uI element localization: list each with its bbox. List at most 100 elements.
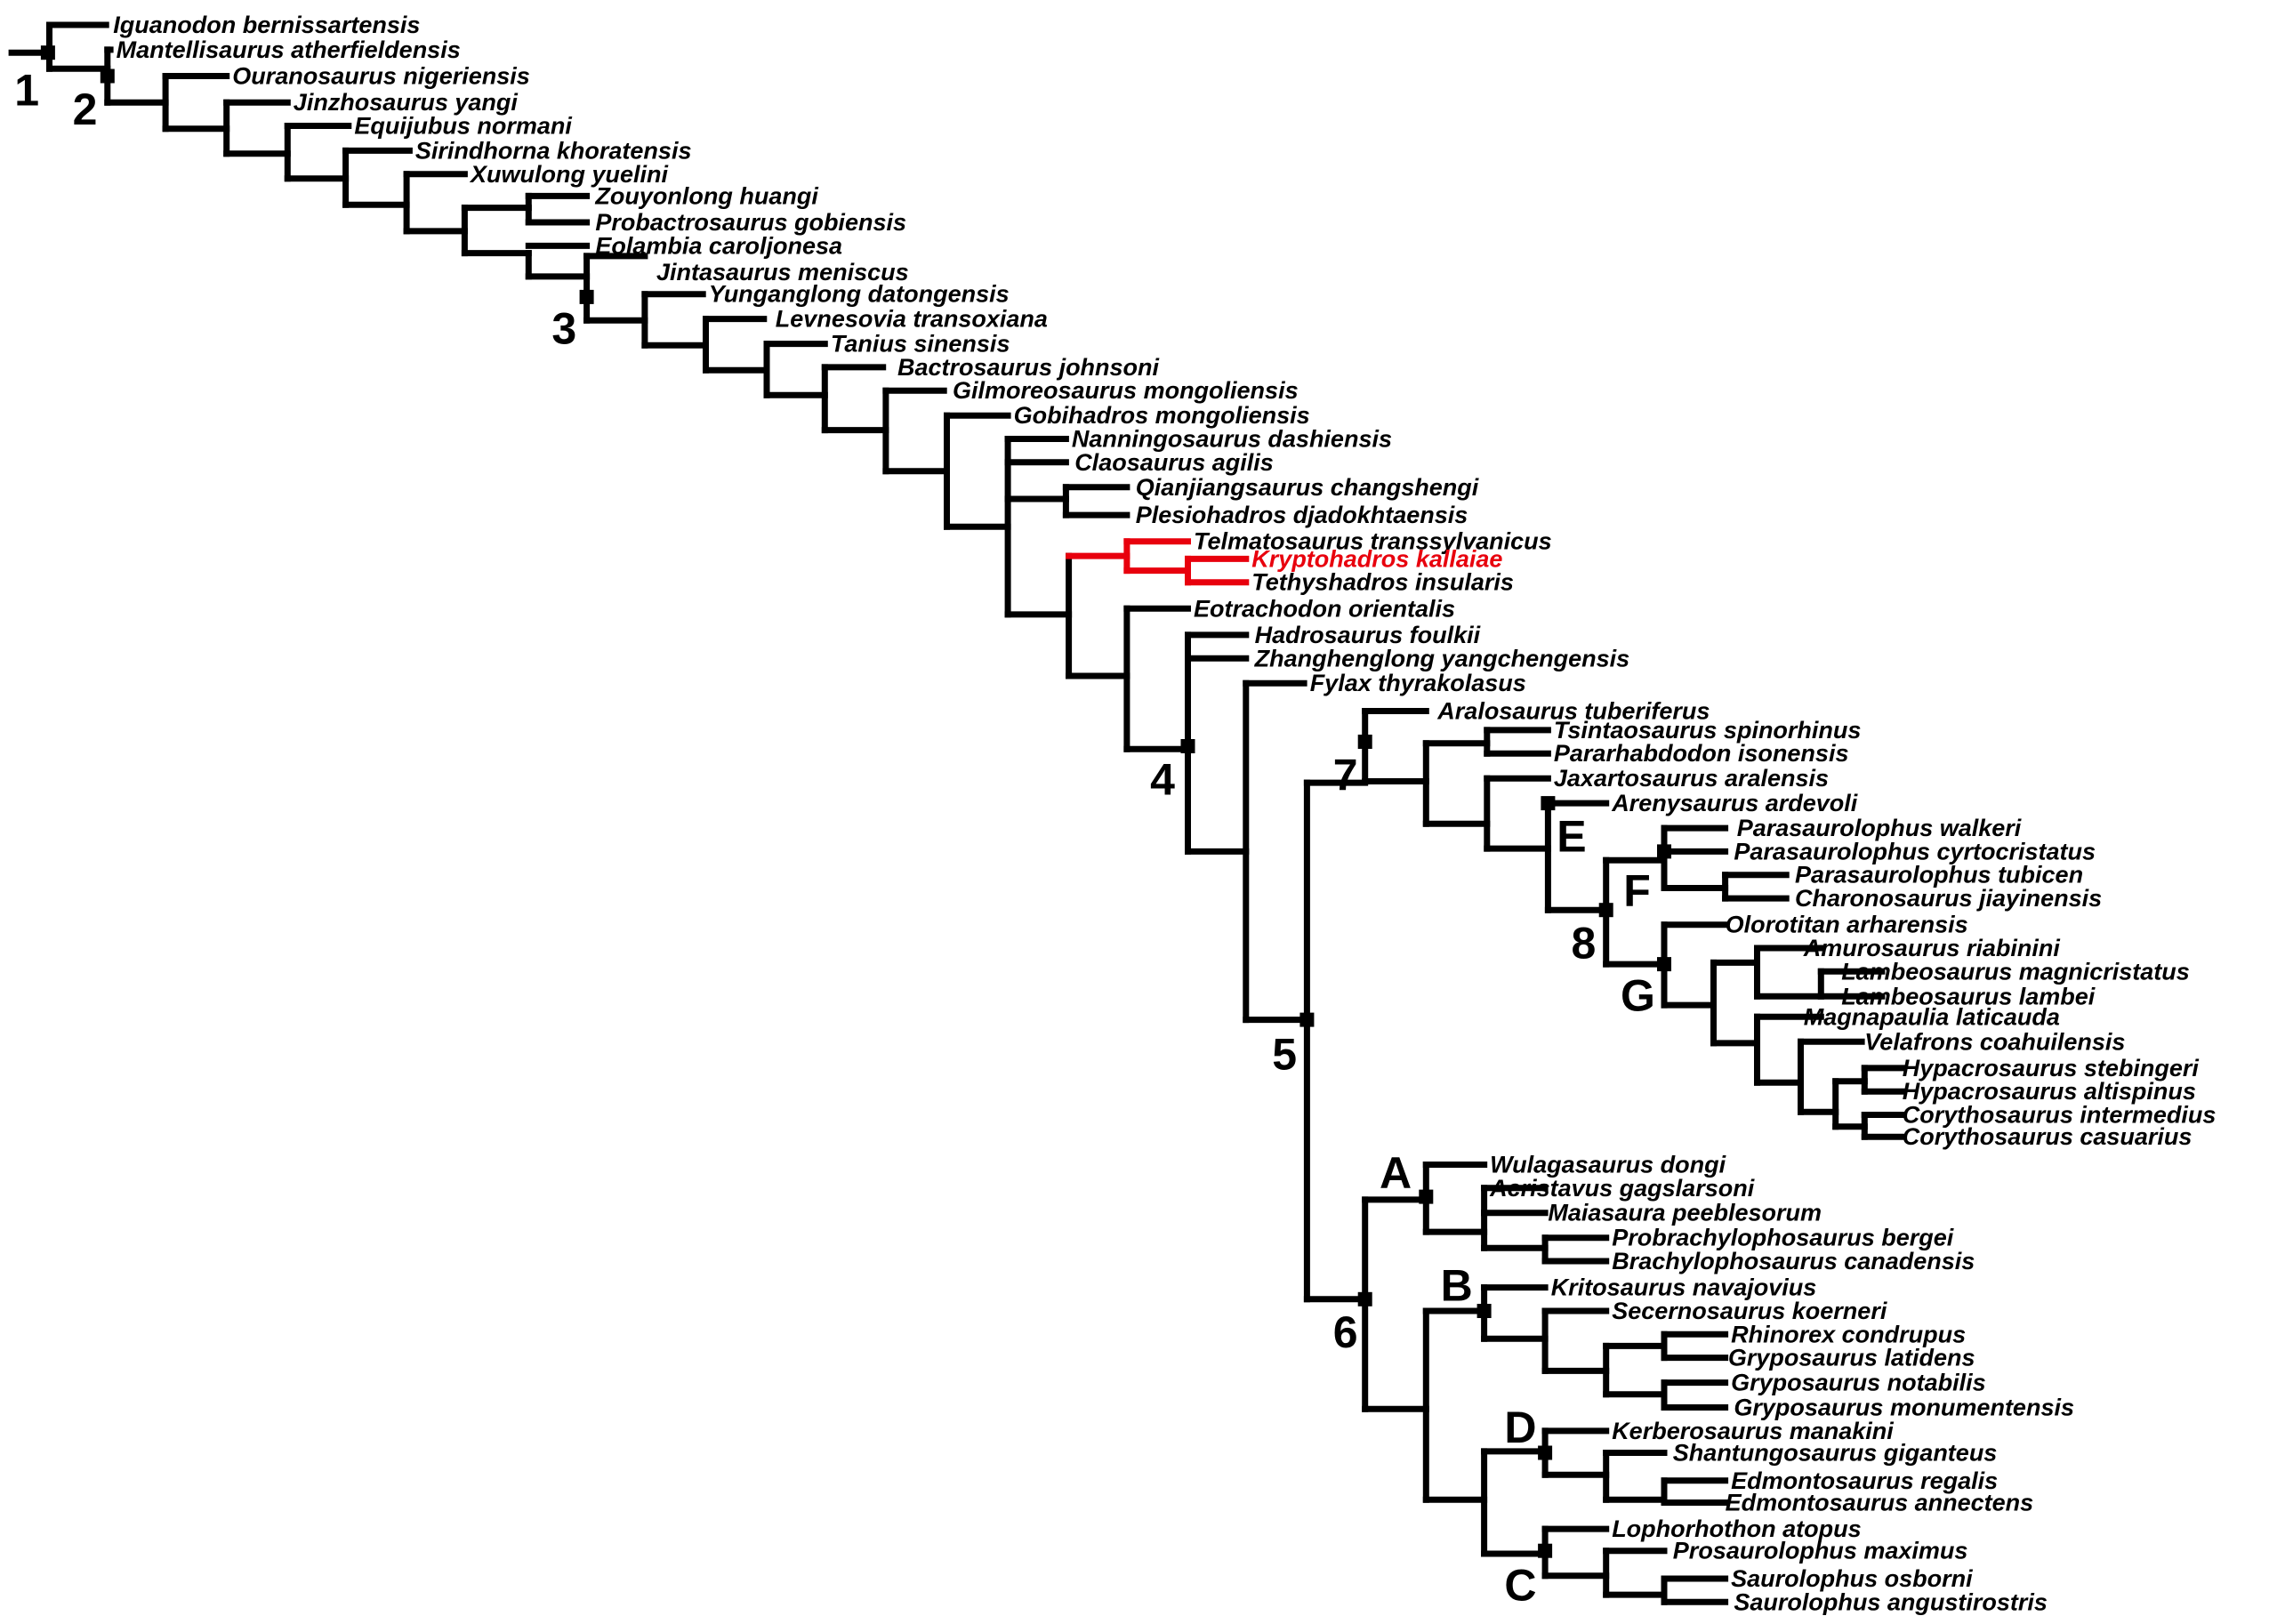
node-marker (1419, 1189, 1434, 1204)
node-marker (1180, 739, 1195, 753)
taxon-label-wulagasaurus-dongi: Wulagasaurus dongi (1490, 1152, 1726, 1178)
taxon-label-equijubus-normani: Equijubus normani (354, 113, 572, 140)
node-marker (1598, 903, 1613, 918)
node-marker (1657, 844, 1671, 859)
node-marker (1538, 1543, 1553, 1558)
taxon-label-tsintaosaurus-spinorhinus: Tsintaosaurus spinorhinus (1554, 717, 1862, 744)
node-marker (1357, 735, 1372, 749)
taxon-label-jaxartosaurus-aralensis: Jaxartosaurus aralensis (1554, 765, 1829, 792)
node-label-f: F (1623, 865, 1651, 915)
node-marker (1657, 957, 1671, 972)
taxon-label-yunganglong-datongensis: Yunganglong datongensis (709, 281, 1010, 308)
node-marker (1541, 796, 1556, 811)
taxon-label-probactrosaurus-gobiensis: Probactrosaurus gobiensis (595, 209, 906, 236)
node-label-e: E (1557, 811, 1586, 861)
taxon-label-magnapaulia-laticauda: Magnapaulia laticauda (1804, 1003, 2060, 1030)
taxon-label-pararhabdodon-isonensis: Pararhabdodon isonensis (1554, 740, 1849, 767)
node-label-6: 6 (1333, 1307, 1358, 1357)
taxon-label-gilmoreosaurus-mongoliensis: Gilmoreosaurus mongoliensis (953, 377, 1299, 404)
taxon-label-lophorhothon-atopus: Lophorhothon atopus (1612, 1515, 1861, 1542)
taxon-label-aralosaurus-tuberiferus: Aralosaurus tuberiferus (1436, 698, 1710, 725)
node-marker (100, 68, 115, 84)
taxon-label-zouyonlong-huangi: Zouyonlong huangi (594, 182, 818, 209)
taxon-label-parasaurolophus-cyrtocristatus: Parasaurolophus cyrtocristatus (1734, 838, 2096, 864)
taxon-label-olorotitan-arharensis: Olorotitan arharensis (1726, 912, 1968, 938)
taxon-label-arenysaurus-ardevoli: Arenysaurus ardevoli (1611, 790, 1858, 816)
taxon-label-tanius-sinensis: Tanius sinensis (831, 331, 1010, 358)
taxon-label-kerberosaurus-manakini: Kerberosaurus manakini (1612, 1418, 1894, 1444)
taxon-label-rhinorex-condrupus: Rhinorex condrupus (1731, 1321, 1966, 1347)
taxon-label-charonosaurus-jiayinensis: Charonosaurus jiayinensis (1795, 885, 2102, 912)
taxon-label-bactrosaurus-johnsoni: Bactrosaurus johnsoni (897, 354, 1160, 381)
taxon-label-mantellisaurus-atherfieldensis: Mantellisaurus atherfieldensis (117, 36, 461, 63)
taxon-label-shantungosaurus-giganteus: Shantungosaurus giganteus (1673, 1440, 1998, 1467)
node-marker (1476, 1304, 1492, 1318)
taxon-label-iguanodon-bernissartensis: Iguanodon bernissartensis (113, 12, 420, 38)
node-marker (1299, 1012, 1315, 1027)
taxon-label-edmontosaurus-annectens: Edmontosaurus annectens (1726, 1490, 2034, 1516)
node-label-8: 8 (1572, 919, 1597, 969)
node-label-a: A (1380, 1148, 1412, 1198)
taxon-label-corythosaurus-casuarius: Corythosaurus casuarius (1903, 1123, 2193, 1150)
node-marker (40, 45, 55, 60)
taxon-label-eotrachodon-orientalis: Eotrachodon orientalis (1194, 595, 1455, 622)
taxon-label-eolambia-caroljonesa: Eolambia caroljonesa (595, 232, 842, 259)
taxon-label-jintasaurus-meniscus: Jintasaurus meniscus (656, 259, 909, 285)
node-label-b: B (1441, 1260, 1473, 1310)
taxon-label-saurolophus-osborni: Saurolophus osborni (1731, 1565, 1973, 1592)
node-label-5: 5 (1272, 1030, 1297, 1080)
taxon-label-probrachylophosaurus-bergei: Probrachylophosaurus bergei (1612, 1225, 1954, 1251)
taxon-label-prosaurolophus-maximus: Prosaurolophus maximus (1673, 1538, 1968, 1564)
node-label-2: 2 (73, 84, 98, 134)
taxon-label-kryptohadros-kallaiae: Kryptohadros kallaiae (1251, 545, 1502, 572)
node-markers (40, 45, 1671, 1558)
taxon-label-hadrosaurus-foulkii: Hadrosaurus foulkii (1255, 622, 1481, 648)
taxon-label-claosaurus-agilis: Claosaurus agilis (1074, 449, 1274, 476)
node-label-c: C (1504, 1561, 1536, 1611)
taxon-label-saurolophus-angustirostris: Saurolophus angustirostris (1734, 1588, 2048, 1615)
taxon-label-brachylophosaurus-canadensis: Brachylophosaurus canadensis (1612, 1248, 1975, 1274)
node-marker (579, 289, 594, 304)
node-label-3: 3 (551, 304, 576, 354)
node-label-g: G (1621, 971, 1655, 1021)
taxon-label-corythosaurus-intermedius: Corythosaurus intermedius (1903, 1102, 2217, 1129)
taxon-label-sirindhorna-khoratensis: Sirindhorna khoratensis (415, 137, 692, 164)
taxon-label-qianjiangsaurus-changshengi: Qianjiangsaurus changshengi (1136, 474, 1479, 501)
taxon-labels: Iguanodon bernissartensisMantellisaurus … (113, 12, 2216, 1615)
node-label-1: 1 (14, 65, 39, 115)
taxon-label-zhanghenglong-yangchengensis: Zhanghenglong yangchengensis (1254, 645, 1630, 671)
taxon-label-parasaurolophus-tubicen: Parasaurolophus tubicen (1795, 862, 2083, 888)
taxon-label-maiasaura-peeblesorum: Maiasaura peeblesorum (1548, 1200, 1822, 1226)
taxon-label-tethyshadros-insularis: Tethyshadros insularis (1251, 569, 1514, 596)
taxon-label-amurosaurus-riabinini: Amurosaurus riabinini (1803, 935, 2061, 961)
taxon-label-fylax-thyrakolasus: Fylax thyrakolasus (1310, 670, 1526, 696)
taxon-label-secernosaurus-koerneri: Secernosaurus koerneri (1612, 1298, 1887, 1324)
taxon-label-lambeosaurus-magnicristatus: Lambeosaurus magnicristatus (1841, 958, 2190, 985)
taxon-label-gobihadros-mongoliensis: Gobihadros mongoliensis (1014, 402, 1310, 429)
taxon-label-gryposaurus-monumentensis: Gryposaurus monumentensis (1734, 1395, 2074, 1421)
taxon-label-edmontosaurus-regalis: Edmontosaurus regalis (1731, 1467, 1998, 1494)
taxon-label-ouranosaurus-nigeriensis: Ouranosaurus nigeriensis (232, 63, 530, 90)
taxon-label-hypacrosaurus-stebingeri: Hypacrosaurus stebingeri (1903, 1055, 2200, 1081)
taxon-label-xuwulong-yuelini: Xuwulong yuelini (469, 161, 668, 188)
taxon-label-kritosaurus-navajovius: Kritosaurus navajovius (1551, 1274, 1817, 1301)
node-marker (1357, 1291, 1372, 1306)
node-marker (1538, 1445, 1553, 1460)
taxon-label-gryposaurus-latidens: Gryposaurus latidens (1728, 1345, 1975, 1371)
taxon-label-jinzhosaurus-yangi: Jinzhosaurus yangi (294, 89, 519, 116)
taxon-label-hypacrosaurus-altispinus: Hypacrosaurus altispinus (1903, 1078, 2196, 1105)
highlighted-clade-branches (1066, 538, 1250, 586)
taxon-label-nanningosaurus-dashiensis: Nanningosaurus dashiensis (1072, 426, 1392, 453)
taxon-label-levnesovia-transoxiana: Levnesovia transoxiana (776, 306, 1048, 333)
tree-branches (8, 21, 1906, 1605)
taxon-label-lambeosaurus-lambei: Lambeosaurus lambei (1841, 983, 2096, 1009)
taxon-label-acristavus-gagslarsoni: Acristavus gagslarsoni (1489, 1175, 1755, 1202)
taxon-label-gryposaurus-notabilis: Gryposaurus notabilis (1731, 1370, 1986, 1396)
node-label-7: 7 (1333, 750, 1358, 800)
node-label-d: D (1504, 1403, 1536, 1452)
taxon-label-parasaurolophus-walkeri: Parasaurolophus walkeri (1737, 815, 2022, 841)
taxon-label-plesiohadros-djadokhtaensis: Plesiohadros djadokhtaensis (1136, 502, 1468, 528)
taxon-label-telmatosaurus-transsylvanicus: Telmatosaurus transsylvanicus (1194, 528, 1552, 555)
